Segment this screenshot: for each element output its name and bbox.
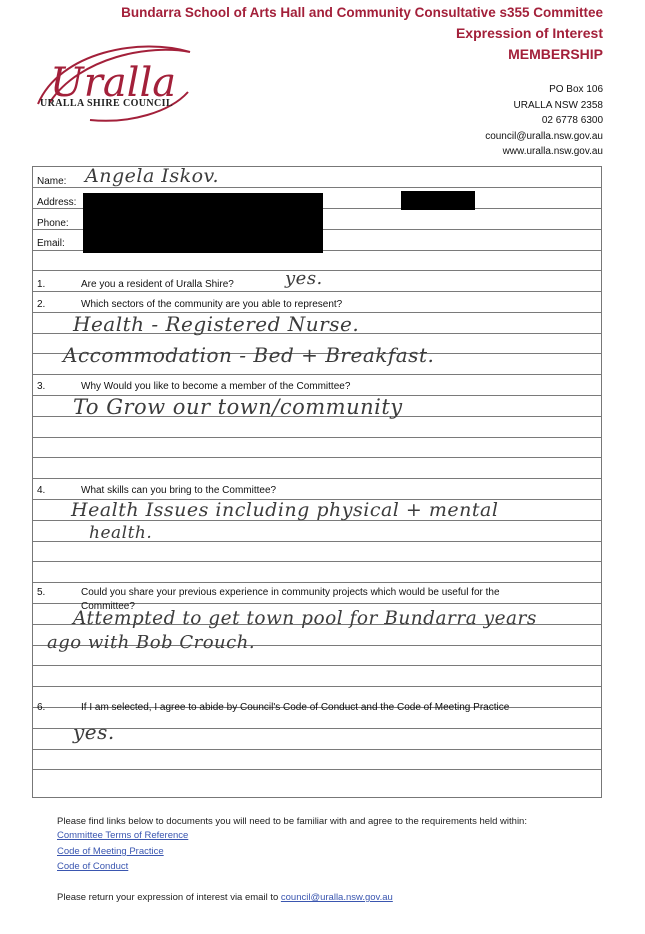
- question-number: 4.: [37, 485, 46, 496]
- rule: [33, 665, 601, 666]
- question-number: 1.: [37, 279, 46, 290]
- rule: [33, 582, 601, 583]
- rule: [33, 333, 601, 334]
- address-label: Address:: [37, 197, 77, 208]
- rule: [33, 728, 601, 729]
- phone-label: Phone:: [37, 218, 69, 229]
- rule: [33, 645, 601, 646]
- contact-block: PO Box 106 URALLA NSW 2358 02 6778 6300 …: [485, 82, 603, 160]
- footer-return: Please return your expression of interes…: [57, 892, 393, 903]
- contact-email[interactable]: council@uralla.nsw.gov.au: [485, 130, 603, 142]
- question-text: Are you a resident of Uralla Shire?: [81, 279, 234, 290]
- logo-script-text: Uralla: [50, 60, 176, 106]
- rule: [33, 457, 601, 458]
- question-text: Why Would you like to become a member of…: [81, 381, 351, 392]
- rule: [33, 769, 601, 770]
- form-subtitle: Expression of Interest: [455, 25, 603, 41]
- redaction-block: [401, 191, 475, 210]
- committee-title: Bundarra School of Arts Hall and Communi…: [121, 5, 603, 20]
- answer-text[interactable]: Attempted to get town pool for Bundarra …: [73, 608, 537, 629]
- return-text: Please return your expression of interes…: [57, 892, 281, 903]
- rule: [33, 686, 601, 687]
- email-label: Email:: [37, 238, 65, 249]
- question-text: Which sectors of the community are you a…: [81, 299, 343, 310]
- answer-text[interactable]: Health - Registered Nurse.: [73, 312, 360, 336]
- rule: [33, 624, 601, 625]
- question-text: Could you share your previous experience…: [81, 587, 500, 598]
- answer-text[interactable]: Health Issues including physical + menta…: [71, 499, 499, 521]
- question-number: 5.: [37, 587, 46, 598]
- membership-form: Name: Angela Iskov. Address: Phone: Emai…: [32, 165, 602, 798]
- answer-text[interactable]: health.: [89, 523, 153, 543]
- rule: [33, 395, 601, 396]
- link-code-of-conduct[interactable]: Code of Conduct: [57, 861, 129, 872]
- po-box: PO Box 106: [549, 84, 603, 95]
- rule: [33, 416, 601, 417]
- link-code-of-meeting-practice[interactable]: Code of Meeting Practice: [57, 846, 164, 857]
- rule: [33, 520, 601, 521]
- question-text-continued: Committee?: [81, 601, 135, 612]
- return-email-link[interactable]: council@uralla.nsw.gov.au: [280, 892, 393, 903]
- answer-text[interactable]: Accommodation - Bed + Breakfast.: [63, 343, 435, 367]
- rule: [33, 353, 601, 354]
- website[interactable]: www.uralla.nsw.gov.au: [502, 146, 603, 157]
- form-subtitle-membership: MEMBERSHIP: [508, 46, 603, 62]
- rule: [33, 707, 601, 708]
- answer-text[interactable]: yes.: [285, 268, 323, 289]
- redaction-block: [83, 193, 323, 253]
- rule: [33, 541, 601, 542]
- postal-address: URALLA NSW 2358: [513, 99, 604, 111]
- answer-text[interactable]: To Grow our town/community: [73, 395, 403, 419]
- rule: [33, 270, 601, 271]
- question-number: 2.: [37, 299, 46, 310]
- link-terms-of-reference[interactable]: Committee Terms of Reference: [57, 830, 189, 841]
- rule: [33, 437, 601, 438]
- question-text: If I am selected, I agree to abide by Co…: [81, 702, 510, 713]
- rule: [33, 187, 601, 188]
- rule: [33, 478, 601, 479]
- logo-sub-text: URALLA SHIRE COUNCIL: [40, 98, 174, 109]
- name-value[interactable]: Angela Iskov.: [85, 165, 220, 187]
- answer-text[interactable]: yes.: [73, 720, 115, 744]
- rule: [33, 499, 601, 500]
- logo-swoosh-icon: Uralla: [37, 45, 191, 122]
- rule: [33, 312, 601, 313]
- rule: [33, 291, 601, 292]
- question-number: 6.: [37, 702, 46, 713]
- footer-intro: Please find links below to documents you…: [57, 816, 527, 827]
- uralla-logo: Uralla: [30, 32, 195, 127]
- name-label: Name:: [37, 176, 67, 187]
- rule: [33, 749, 601, 750]
- answer-text[interactable]: ago with Bob Crouch.: [47, 632, 256, 653]
- rule: [33, 603, 601, 604]
- rule: [33, 561, 601, 562]
- phone-number: 02 6778 6300: [541, 115, 603, 126]
- rule: [33, 374, 601, 375]
- question-text: What skills can you bring to the Committ…: [81, 485, 277, 496]
- question-number: 3.: [37, 381, 46, 392]
